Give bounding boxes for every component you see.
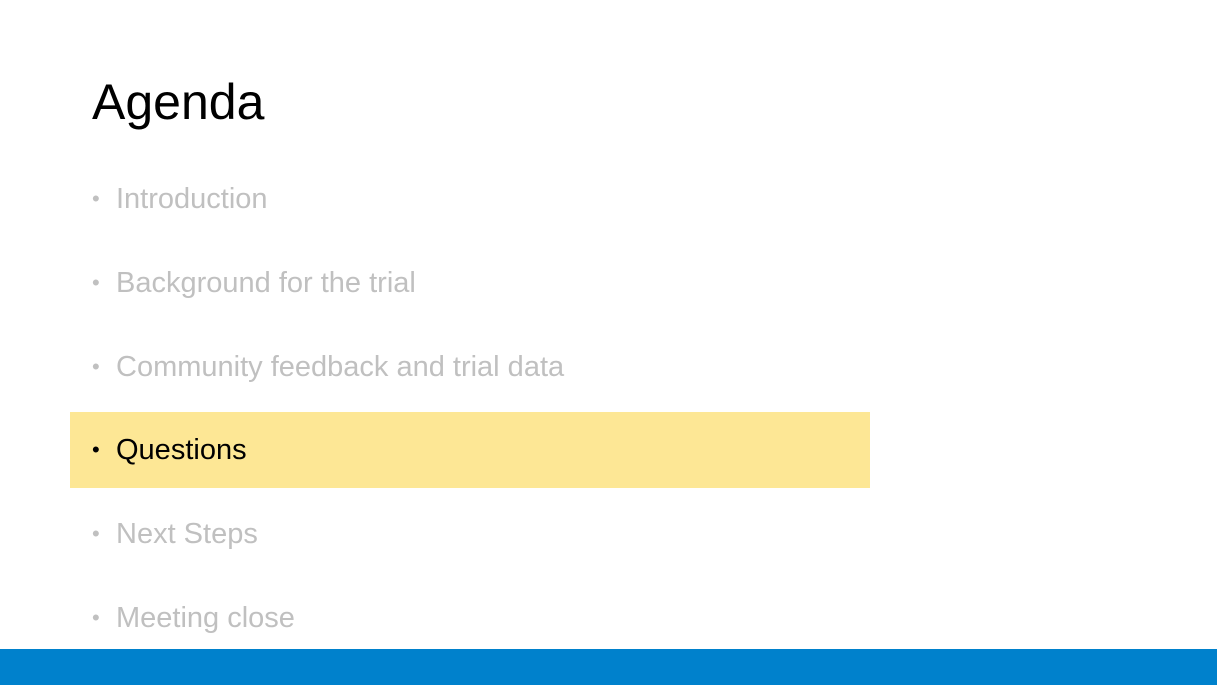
agenda-item-label: Next Steps — [116, 517, 258, 550]
agenda-item-meeting-close: • Meeting close — [92, 598, 295, 638]
bullet-icon: • — [92, 605, 100, 630]
bullet-icon: • — [92, 437, 100, 462]
bullet-icon: • — [92, 270, 100, 295]
agenda-item-label: Questions — [116, 433, 247, 466]
agenda-item-introduction: • Introduction — [92, 179, 268, 219]
agenda-item-community-feedback: • Community feedback and trial data — [92, 347, 564, 387]
agenda-item-label: Background for the trial — [116, 266, 416, 299]
agenda-item-background: • Background for the trial — [92, 263, 416, 303]
current-item-highlight — [70, 412, 870, 488]
agenda-item-next-steps: • Next Steps — [92, 514, 258, 554]
agenda-item-label: Introduction — [116, 182, 268, 215]
agenda-item-label: Community feedback and trial data — [116, 350, 565, 383]
bullet-icon: • — [92, 521, 100, 546]
slide-title: Agenda — [92, 74, 265, 130]
bullet-icon: • — [92, 186, 100, 211]
agenda-item-label: Meeting close — [116, 601, 295, 634]
bullet-icon: • — [92, 354, 100, 379]
agenda-item-questions: • Questions — [92, 430, 247, 470]
footer-bar — [0, 649, 1217, 685]
